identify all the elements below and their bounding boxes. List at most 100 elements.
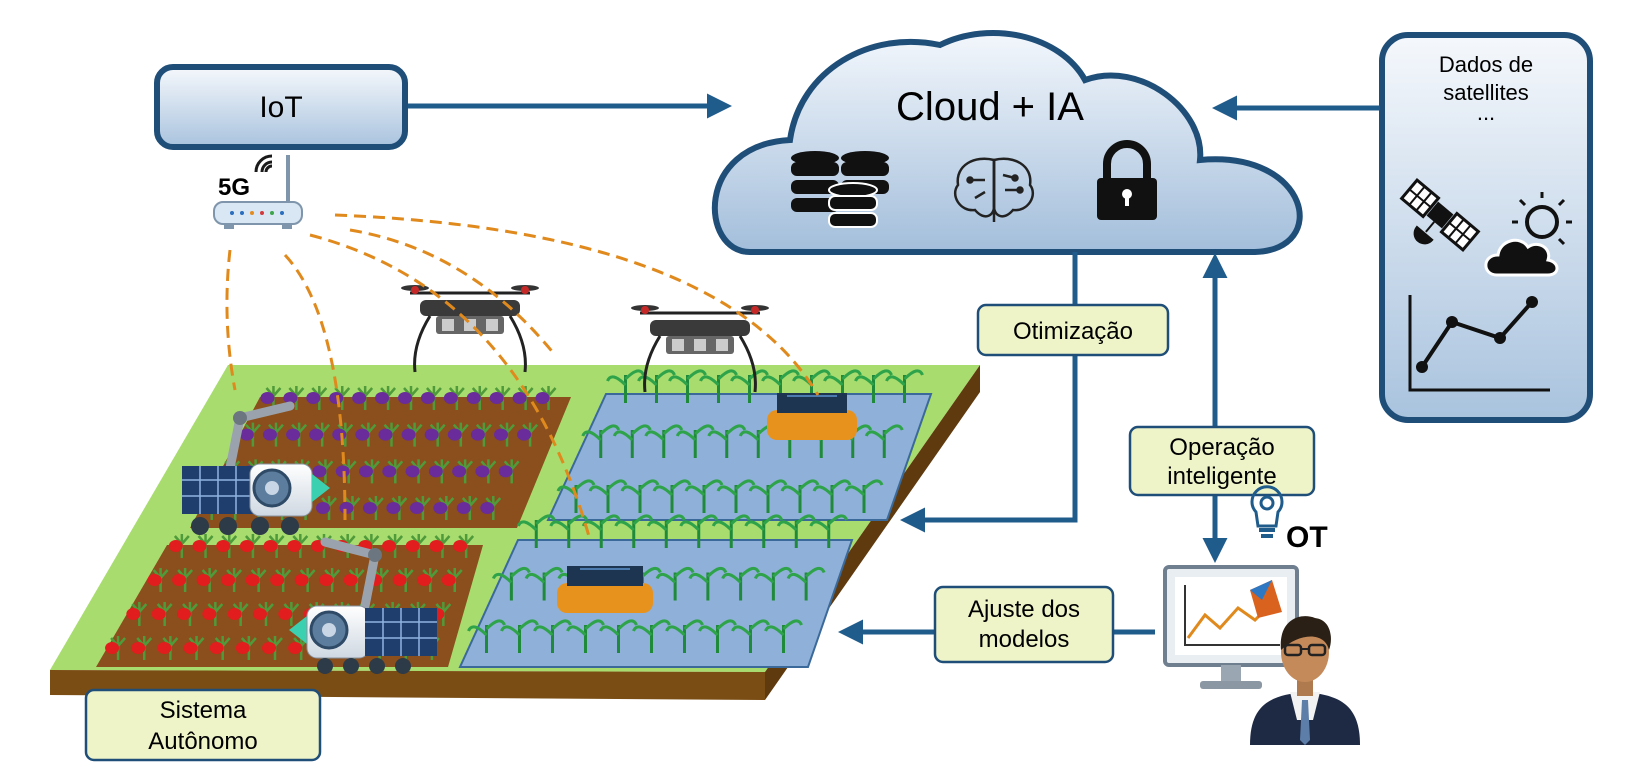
- plant: [209, 636, 231, 660]
- cloud-shape[interactable]: [711, 30, 1303, 255]
- plant: [262, 422, 284, 447]
- iot-box[interactable]: [154, 64, 408, 150]
- plant: [105, 636, 127, 660]
- plant: [480, 496, 502, 520]
- brain-icon: [953, 157, 1035, 222]
- plant: [263, 534, 285, 558]
- plant: [339, 496, 361, 520]
- plant: [378, 422, 400, 447]
- plant: [452, 459, 474, 484]
- plant: [235, 636, 257, 660]
- corn-plant: [780, 479, 820, 513]
- plant: [245, 568, 267, 592]
- plant: [375, 386, 397, 410]
- plant: [306, 386, 328, 410]
- plant: [286, 422, 308, 447]
- corn-plant: [632, 619, 671, 653]
- plant: [359, 459, 380, 484]
- plant: [453, 534, 475, 558]
- iot-links: [225, 213, 820, 541]
- robot-rover-icon: [289, 537, 437, 674]
- water-plot: [458, 539, 854, 668]
- adjust-models-box[interactable]: [933, 585, 1115, 664]
- autonomous-system-box[interactable]: [84, 688, 322, 762]
- ot-label: OT: [1286, 521, 1328, 554]
- corn-plant: [854, 369, 893, 403]
- plant: [288, 636, 310, 660]
- autonomous-system-line2: Autônomo: [148, 728, 257, 755]
- plant: [316, 496, 337, 520]
- plant: [386, 496, 408, 520]
- wifi-signal-icon: [254, 154, 273, 173]
- plant: [309, 422, 331, 447]
- corn-plant: [524, 566, 564, 601]
- plant: [470, 422, 492, 447]
- plant: [216, 534, 238, 558]
- corn-plant: [684, 479, 724, 513]
- satellite-icon: [1399, 177, 1481, 253]
- plant: [466, 386, 488, 410]
- cloud-label: Cloud + IA: [896, 85, 1084, 129]
- router-icon: [213, 155, 303, 229]
- plant: [420, 386, 442, 410]
- plant: [409, 496, 431, 520]
- corn-plant: [614, 514, 654, 548]
- plant: [433, 496, 455, 520]
- plant: [355, 422, 377, 447]
- plant: [401, 422, 423, 447]
- drone-icon: [401, 285, 539, 373]
- plant: [405, 534, 427, 558]
- corn-plant: [753, 566, 793, 601]
- corn-plant: [809, 514, 849, 548]
- satellite-data-box[interactable]: [1379, 32, 1593, 423]
- corn-plant: [675, 424, 715, 458]
- plant: [517, 422, 539, 447]
- corn-plant: [721, 566, 761, 601]
- corn-plant: [646, 514, 686, 548]
- plant: [489, 386, 511, 410]
- corn-plant: [549, 514, 589, 548]
- signal-label: 5G: [218, 174, 250, 201]
- autonomous-system-line1: Sistema: [160, 697, 247, 724]
- corn-plant: [655, 566, 695, 601]
- plant: [417, 568, 439, 592]
- corn-plant: [731, 619, 770, 653]
- plant: [294, 568, 316, 592]
- plant: [424, 422, 446, 447]
- plant: [405, 459, 427, 484]
- smart-operation-line2: inteligente: [1167, 463, 1276, 490]
- water-sensor-icon: [767, 393, 857, 440]
- smart-operation-box[interactable]: [1128, 425, 1316, 497]
- corn-plant: [516, 514, 556, 548]
- plant: [239, 422, 261, 447]
- optimization-label: Otimização: [1013, 318, 1133, 345]
- plant: [253, 602, 274, 626]
- robot-rover-icon: [182, 401, 330, 535]
- corn-plant: [599, 619, 638, 653]
- plant: [183, 636, 205, 660]
- plant: [535, 386, 557, 410]
- water-plot: [546, 393, 933, 521]
- corn-plant: [652, 479, 692, 513]
- corn-plant: [864, 424, 904, 458]
- optimization-box[interactable]: [976, 303, 1170, 357]
- plant: [131, 636, 153, 660]
- plant: [362, 496, 384, 520]
- plant: [447, 422, 469, 447]
- satellite-label-line2: satellites: [1443, 80, 1529, 105]
- line-chart-icon: [1408, 295, 1550, 392]
- corn-plant: [844, 479, 884, 513]
- plant: [278, 602, 300, 626]
- sun-cloud-icon: [1484, 192, 1572, 277]
- plant: [126, 602, 148, 626]
- plant: [172, 568, 194, 592]
- plant: [262, 636, 283, 660]
- corn-plant: [679, 514, 719, 548]
- plant: [157, 636, 179, 660]
- corn-plant: [748, 479, 788, 513]
- plant: [382, 534, 404, 558]
- corn-plant: [730, 369, 769, 403]
- corn-plant: [467, 619, 506, 653]
- corn-plant: [588, 479, 628, 513]
